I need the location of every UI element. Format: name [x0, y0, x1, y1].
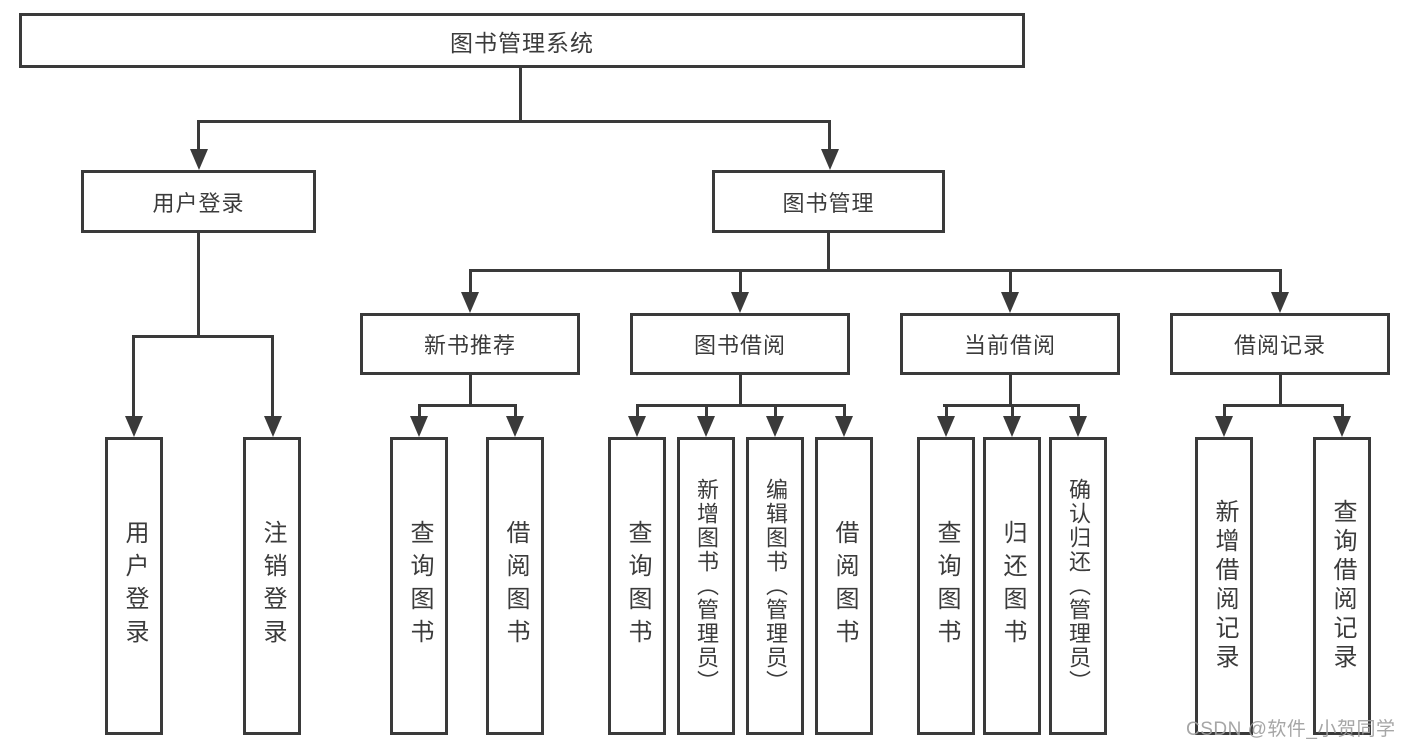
connector-stem-line	[738, 375, 742, 406]
leaf-label: 借阅图书	[831, 520, 858, 652]
node-library-management-system: 图书管理系统	[19, 13, 1025, 68]
leaf-query-books-current: 查询图书	[917, 437, 975, 735]
arrowhead-down-icon	[189, 149, 208, 170]
leaf-label: 查询图书	[933, 520, 960, 652]
arrowhead-down-icon	[697, 416, 715, 437]
connector-arrow-line	[1222, 405, 1226, 423]
connector-stem-line	[1278, 375, 1282, 406]
connector-arrow-line	[1076, 405, 1080, 423]
leaf-label: 借阅图书	[502, 520, 529, 652]
connector-horizontal-line	[1222, 403, 1344, 407]
connector-stem-line	[468, 375, 472, 406]
leaf-label: 确认归还（管理员）	[1066, 478, 1091, 694]
connector-arrow-line	[197, 121, 200, 156]
leaf-return-books: 归还图书	[983, 437, 1041, 735]
leaf-query-borrow-record: 查询借阅记录	[1313, 437, 1371, 735]
leaf-confirm-return-admin: 确认归还（管理员）	[1049, 437, 1107, 735]
node-label: 借阅记录	[1233, 333, 1326, 358]
connector-arrow-line	[738, 270, 742, 299]
connector-arrow-line	[417, 405, 421, 423]
watermark: CSDN @软件_小贺同学	[1186, 719, 1396, 740]
leaf-add-borrow-record: 新增借阅记录	[1195, 437, 1253, 735]
leaf-label: 新增图书（管理员）	[694, 478, 719, 694]
connector-horizontal-line	[417, 403, 517, 407]
connector-horizontal-line	[635, 403, 846, 407]
connector-arrow-line	[1278, 270, 1282, 299]
leaf-user-login: 用户登录	[105, 437, 163, 735]
leaf-label: 查询借阅记录	[1329, 499, 1356, 673]
arrowhead-down-icon	[731, 292, 749, 313]
leaf-query-books-borrowing: 查询图书	[608, 437, 666, 735]
node-user-login: 用户登录	[81, 170, 316, 233]
arrowhead-down-icon	[1215, 416, 1233, 437]
arrowhead-down-icon	[506, 416, 524, 437]
node-book-borrowing: 图书借阅	[630, 313, 850, 375]
node-label: 用户登录	[152, 190, 245, 216]
connector-arrow-line	[132, 336, 135, 423]
arrowhead-down-icon	[1001, 292, 1019, 313]
node-label: 图书借阅	[693, 333, 786, 358]
node-borrowing-records: 借阅记录	[1170, 313, 1390, 375]
leaf-add-book-admin: 新增图书（管理员）	[677, 437, 735, 735]
connector-arrow-line	[828, 121, 831, 156]
arrowhead-down-icon	[937, 416, 955, 437]
arrowhead-down-icon	[124, 416, 143, 437]
arrowhead-down-icon	[820, 149, 839, 170]
connector-horizontal-line	[132, 334, 274, 338]
node-label: 新书推荐	[423, 333, 516, 358]
leaf-label: 查询图书	[406, 520, 433, 652]
connector-arrow-line	[842, 405, 846, 423]
leaf-label: 查询图书	[624, 520, 651, 652]
node-current-borrowing: 当前借阅	[900, 313, 1120, 375]
connector-stem-line	[197, 233, 200, 337]
connector-stem-line	[827, 233, 830, 271]
arrowhead-down-icon	[1333, 416, 1351, 437]
leaf-edit-book-admin: 编辑图书（管理员）	[746, 437, 804, 735]
leaf-borrow-books-recommend: 借阅图书	[486, 437, 544, 735]
connector-arrow-line	[704, 405, 708, 423]
leaf-label: 新增借阅记录	[1211, 499, 1238, 673]
connector-stem-line	[519, 66, 522, 122]
connector-arrow-line	[635, 405, 639, 423]
leaf-label: 用户登录	[121, 520, 148, 652]
connector-stem-line	[1008, 375, 1012, 406]
connector-arrow-line	[468, 270, 472, 299]
node-label: 图书管理	[782, 190, 875, 216]
node-book-management: 图书管理	[712, 170, 945, 233]
arrowhead-down-icon	[628, 416, 646, 437]
arrowhead-down-icon	[1069, 416, 1087, 437]
leaf-label: 注销登录	[259, 520, 286, 652]
connector-arrow-line	[513, 405, 517, 423]
arrowhead-down-icon	[461, 292, 479, 313]
node-label: 当前借阅	[963, 333, 1056, 358]
connector-horizontal-line	[468, 268, 1282, 272]
leaf-label: 编辑图书（管理员）	[763, 478, 788, 694]
leaf-logout-login: 注销登录	[243, 437, 301, 735]
arrowhead-down-icon	[1003, 416, 1021, 437]
node-label: 图书管理系统	[450, 29, 594, 56]
arrowhead-down-icon	[835, 416, 853, 437]
arrowhead-down-icon	[263, 416, 282, 437]
connector-arrow-line	[1008, 270, 1012, 299]
arrowhead-down-icon	[410, 416, 428, 437]
leaf-borrow-books: 借阅图书	[815, 437, 873, 735]
leaf-query-books-recommend: 查询图书	[390, 437, 448, 735]
arrowhead-down-icon	[766, 416, 784, 437]
connector-arrow-line	[271, 336, 274, 423]
arrowhead-down-icon	[1271, 292, 1289, 313]
node-new-book-recommendation: 新书推荐	[360, 313, 580, 375]
leaf-label: 归还图书	[999, 520, 1026, 652]
connector-arrow-line	[773, 405, 777, 423]
connector-arrow-line	[1340, 405, 1344, 423]
connector-horizontal-line	[197, 119, 831, 123]
connector-arrow-line	[944, 405, 948, 423]
connector-arrow-line	[1010, 405, 1014, 423]
